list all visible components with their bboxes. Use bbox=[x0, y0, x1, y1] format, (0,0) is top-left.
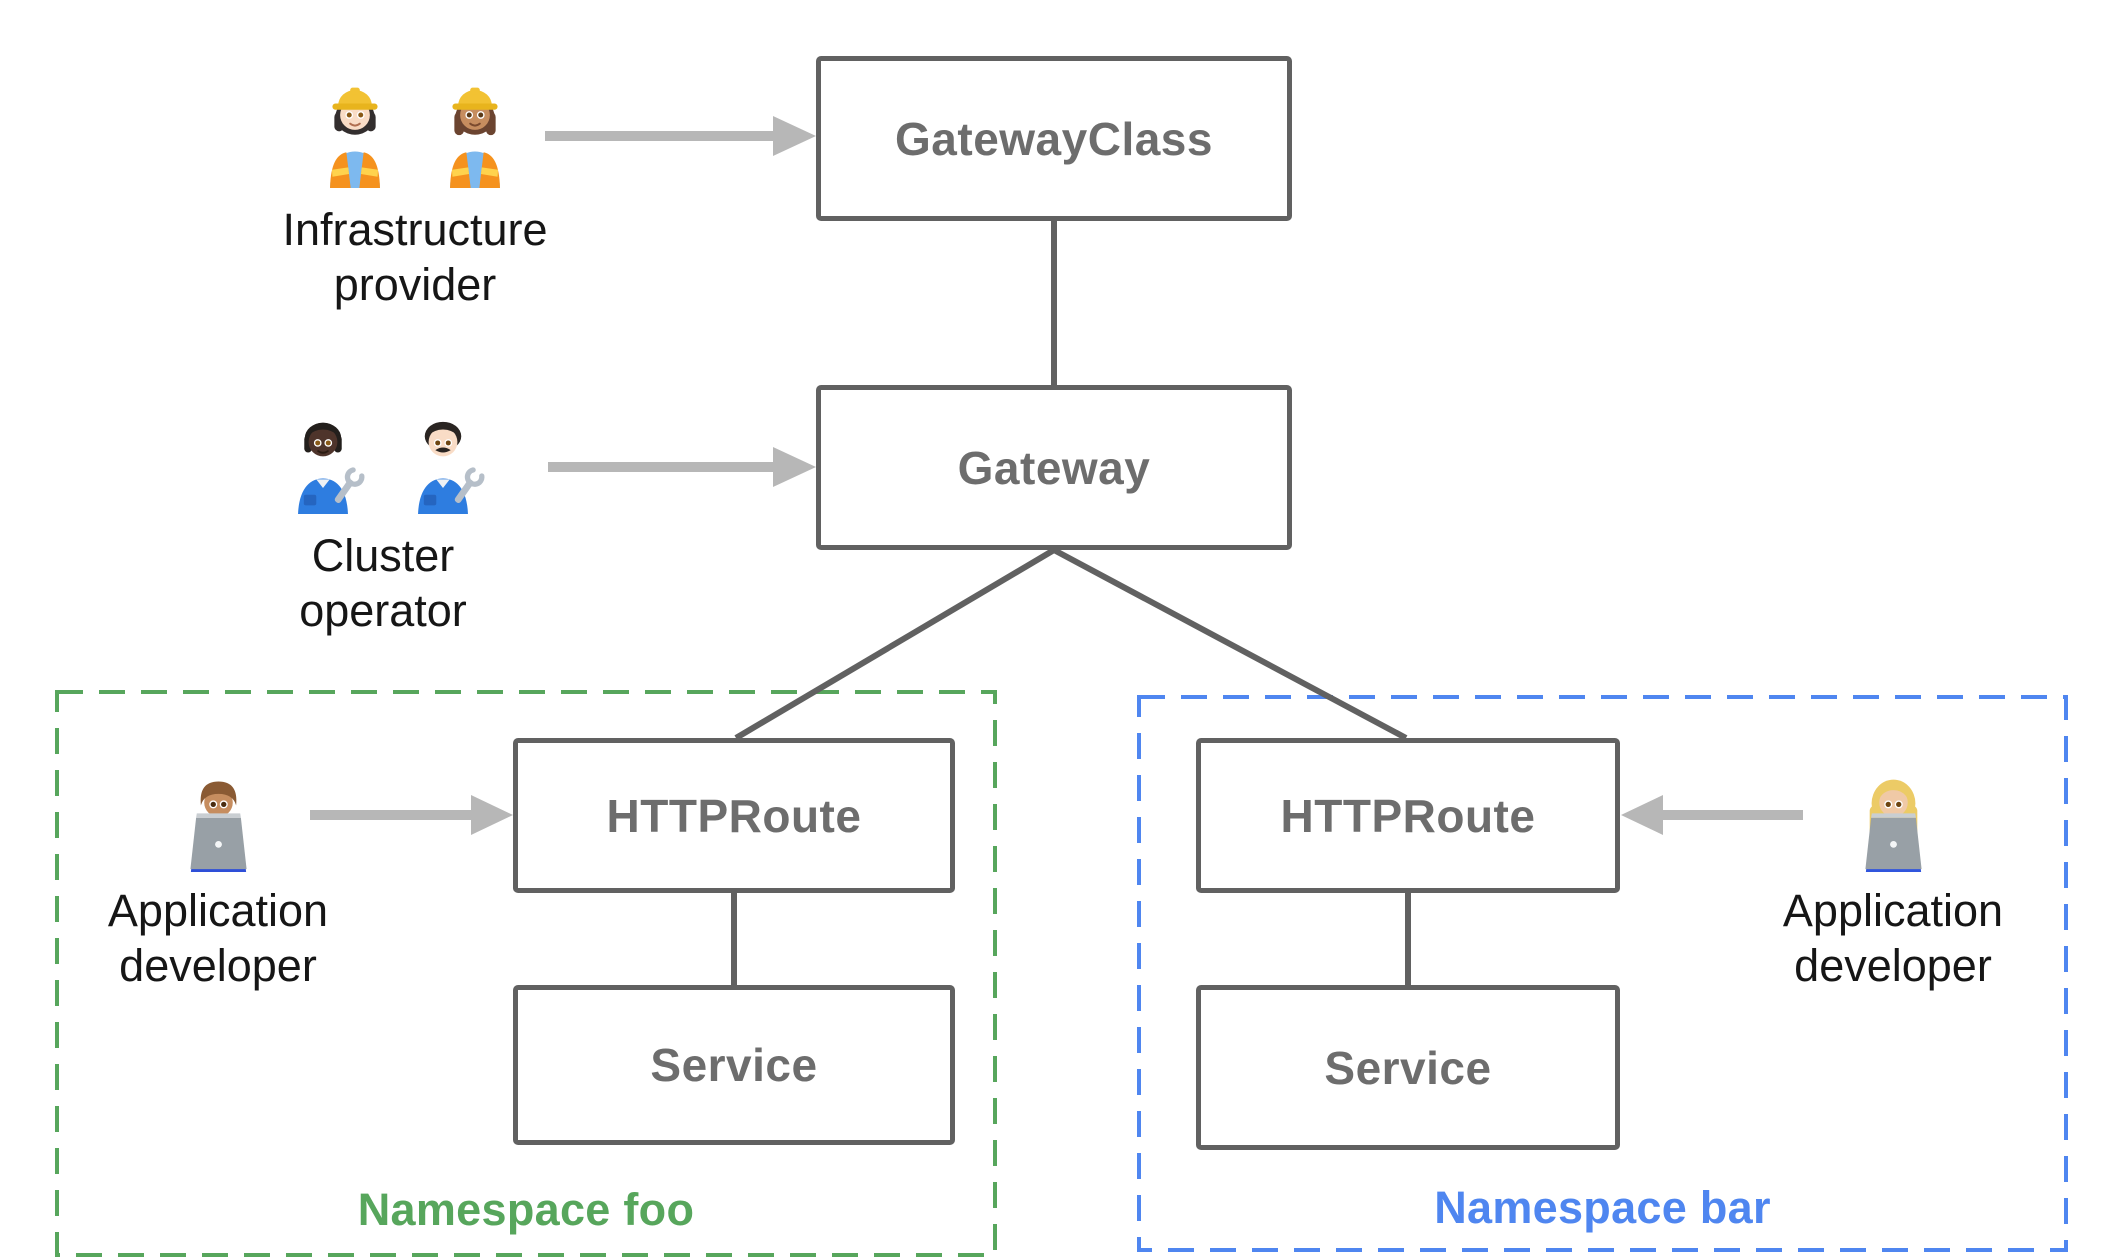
persona-infrastructure-provider: Infrastructure provider bbox=[225, 64, 605, 313]
node-httproute-bar-label: HTTPRoute bbox=[1280, 789, 1536, 842]
woman-technologist-medium-light-skin-icon bbox=[1864, 779, 1922, 872]
woman-construction-worker-medium-skin-icon bbox=[450, 87, 500, 188]
node-gateway: Gateway bbox=[816, 385, 1292, 550]
arrow-cluster-operator-to-gateway bbox=[548, 447, 816, 487]
namespace-bar-label: Namespace bar bbox=[1434, 1182, 1771, 1233]
namespace-foo-label: Namespace foo bbox=[357, 1184, 695, 1235]
node-gatewayclass: GatewayClass bbox=[816, 56, 1292, 221]
persona-label-line: developer bbox=[1794, 939, 1992, 991]
persona-label-line: developer bbox=[119, 939, 317, 991]
persona-label-line: Infrastructure bbox=[282, 204, 548, 255]
edge-gateway-httproute-foo bbox=[734, 547, 1056, 741]
node-gatewayclass-label: GatewayClass bbox=[895, 112, 1213, 165]
persona-label-line: provider bbox=[333, 258, 497, 310]
persona-label-line: Application bbox=[107, 885, 329, 936]
node-service-bar-label: Service bbox=[1324, 1041, 1492, 1094]
persona-cluster-operator-icons bbox=[275, 390, 491, 517]
man-technologist-medium-skin-icon bbox=[189, 781, 247, 872]
persona-app-developer-foo-icons bbox=[168, 752, 269, 872]
node-httproute-foo: HTTPRoute bbox=[513, 738, 955, 893]
persona-app-developer-foo: Application developer bbox=[38, 752, 398, 994]
persona-label-line: Cluster bbox=[311, 530, 455, 581]
node-service-foo-label: Service bbox=[650, 1039, 818, 1091]
persona-label-line: Application bbox=[1782, 885, 2004, 936]
node-gateway-label: Gateway bbox=[957, 441, 1151, 494]
man-mechanic-light-skin-icon bbox=[418, 421, 485, 514]
woman-construction-worker-light-skin-icon bbox=[330, 87, 380, 188]
persona-label-line: operator bbox=[299, 584, 467, 636]
node-httproute-foo-label: HTTPRoute bbox=[606, 789, 862, 842]
node-service-bar: Service bbox=[1196, 985, 1620, 1150]
persona-cluster-operator: Cluster operator bbox=[193, 390, 573, 639]
persona-app-developer-bar: Application developer bbox=[1703, 752, 2083, 994]
mechanic-dark-skin-icon bbox=[298, 422, 365, 514]
node-service-foo: Service bbox=[513, 985, 955, 1145]
persona-app-developer-bar-label: Application developer bbox=[1783, 884, 2003, 994]
persona-app-developer-bar-icons bbox=[1843, 752, 1944, 872]
persona-infrastructure-provider-icons bbox=[307, 64, 523, 191]
persona-cluster-operator-label: Cluster operator bbox=[299, 529, 467, 639]
edge-gateway-httproute-bar bbox=[1052, 547, 1408, 741]
persona-infrastructure-provider-label: Infrastructure provider bbox=[282, 203, 547, 313]
node-httproute-bar: HTTPRoute bbox=[1196, 738, 1620, 893]
persona-app-developer-foo-label: Application developer bbox=[108, 884, 328, 994]
